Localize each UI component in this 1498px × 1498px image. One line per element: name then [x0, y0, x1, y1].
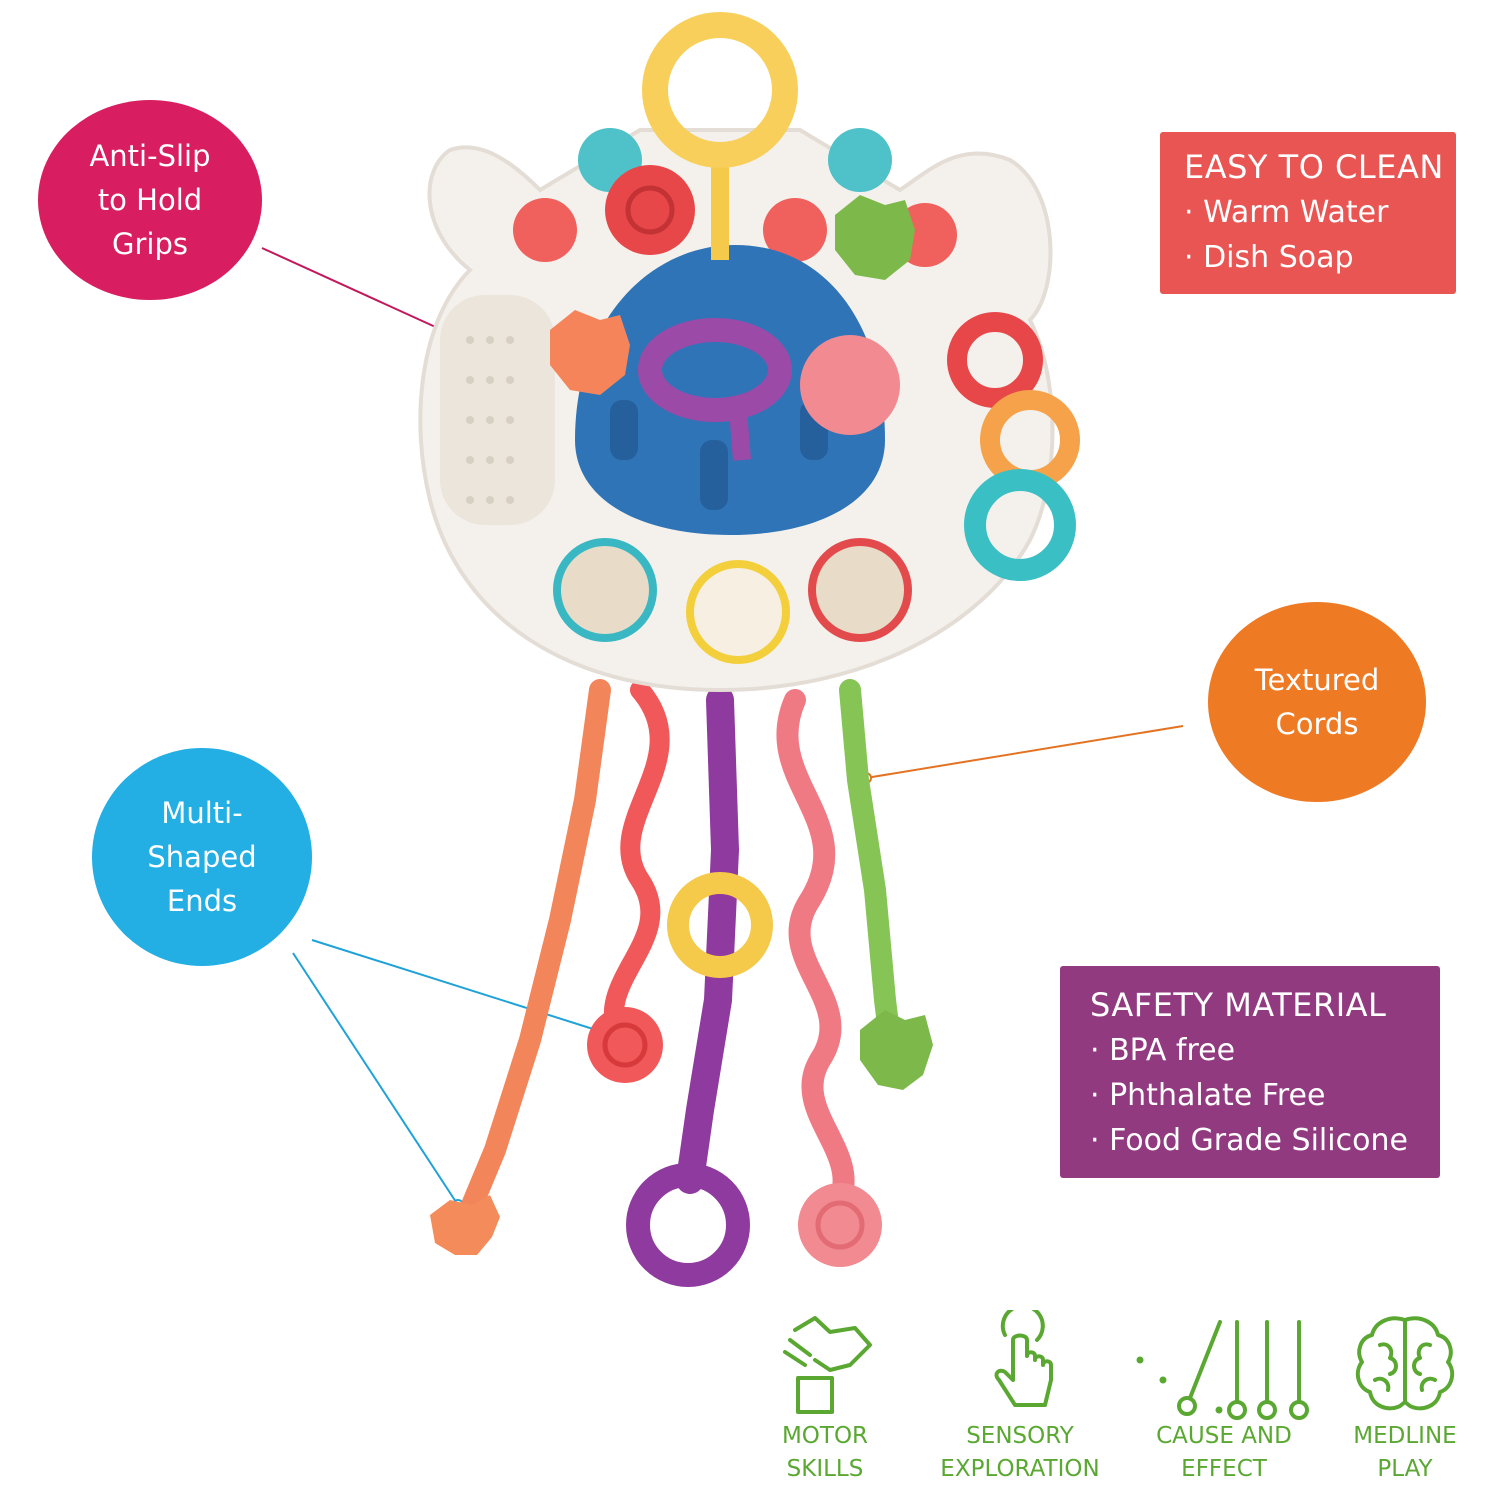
multi-shaped-line-1: Multi-	[161, 796, 243, 830]
safety-material-box: SAFETY MATERIAL · BPA free · Phthalate F…	[1060, 966, 1440, 1178]
grip-pad	[440, 295, 555, 525]
pop-button-red-1	[513, 198, 577, 262]
anti-slip-line-3: Grips	[112, 227, 188, 261]
pendulum-icon	[1136, 1320, 1309, 1420]
easy-to-clean-title: EASY TO CLEAN	[1184, 148, 1444, 186]
textured-pointer-line	[865, 725, 1184, 779]
textured-line-2: Cords	[1275, 707, 1359, 741]
safety-material-item-1: · BPA free	[1090, 1033, 1236, 1068]
safety-material-title: SAFETY MATERIAL	[1090, 986, 1387, 1024]
feature-cause-line-1: CAUSE AND	[1156, 1423, 1292, 1449]
feature-cause-line-2: EFFECT	[1181, 1456, 1267, 1482]
multi-shaped-line-3: Ends	[166, 884, 238, 918]
pop-button-teal-2	[828, 128, 892, 192]
feature-sensory-exploration: SENSORY EXPLORATION	[930, 1310, 1110, 1486]
teal-ring-charm	[964, 469, 1076, 581]
hole-teal	[553, 538, 657, 642]
feature-medline-play: MEDLINE PLAY	[1335, 1310, 1475, 1486]
feature-medline-line-1: MEDLINE	[1353, 1423, 1457, 1449]
red-gear-charm	[947, 312, 1043, 408]
feature-motor-skills: MOTOR SKILLS	[750, 1310, 900, 1486]
anti-slip-line-1: Anti-Slip	[89, 139, 211, 173]
brain-icon	[1355, 1316, 1455, 1411]
hand-cube-icon	[783, 1316, 872, 1414]
grip-bumps	[466, 336, 514, 504]
anti-slip-line-2: to Hold	[97, 183, 203, 217]
feature-cause-and-effect: CAUSE AND EFFECT	[1135, 1310, 1313, 1486]
blue-dome	[575, 245, 885, 535]
green-cord	[839, 679, 901, 1051]
yellow-ring-charm	[667, 872, 773, 978]
multi-shaped-line-2: Shaped	[147, 840, 257, 874]
feature-motor-skills-line-2: SKILLS	[786, 1456, 864, 1482]
easy-to-clean-box: EASY TO CLEAN · Warm Water · Dish Soap	[1160, 132, 1456, 294]
orange-charm-flower	[550, 310, 630, 395]
multi-shaped-callout: Multi- Shaped Ends	[92, 748, 312, 966]
safety-material-item-2: · Phthalate Free	[1090, 1078, 1326, 1113]
feature-sensory-line-1: SENSORY	[966, 1423, 1074, 1449]
green-flower-end	[860, 1010, 933, 1090]
textured-line-1: Textured	[1254, 663, 1380, 697]
pink-cord	[776, 689, 855, 1211]
multi-shaped-pointer-line-2	[292, 952, 459, 1206]
orange-flower-end	[430, 1195, 500, 1255]
top-yellow-ring	[642, 12, 798, 168]
orange-cord	[459, 679, 611, 1221]
hole-yellow	[686, 560, 790, 664]
anti-slip-callout: Anti-Slip to Hold Grips	[38, 100, 262, 300]
red-disc-end	[587, 1007, 663, 1083]
pink-charm-disc	[800, 335, 900, 435]
pop-button-red-2	[763, 198, 827, 262]
feature-sensory-line-2: EXPLORATION	[940, 1456, 1100, 1482]
safety-material-item-3: · Food Grade Silicone	[1090, 1123, 1408, 1158]
green-charm-flower	[835, 195, 915, 280]
purple-ring-pull	[638, 318, 792, 422]
feature-medline-line-2: PLAY	[1377, 1456, 1433, 1482]
textured-callout: Textured Cords	[1208, 602, 1426, 802]
hole-red	[808, 538, 912, 642]
touch-hand-icon	[994, 1310, 1053, 1407]
purple-ring-end	[626, 1163, 750, 1287]
red-cord	[603, 680, 670, 1050]
red-charm-disc	[605, 165, 695, 255]
multi-shaped-pointer-line-1	[311, 939, 613, 1036]
easy-to-clean-item-1: · Warm Water	[1184, 195, 1389, 230]
easy-to-clean-item-2: · Dish Soap	[1184, 240, 1354, 275]
feature-motor-skills-line-1: MOTOR	[781, 1423, 869, 1449]
purple-cord	[676, 686, 740, 1194]
pink-disc-end	[798, 1183, 882, 1267]
